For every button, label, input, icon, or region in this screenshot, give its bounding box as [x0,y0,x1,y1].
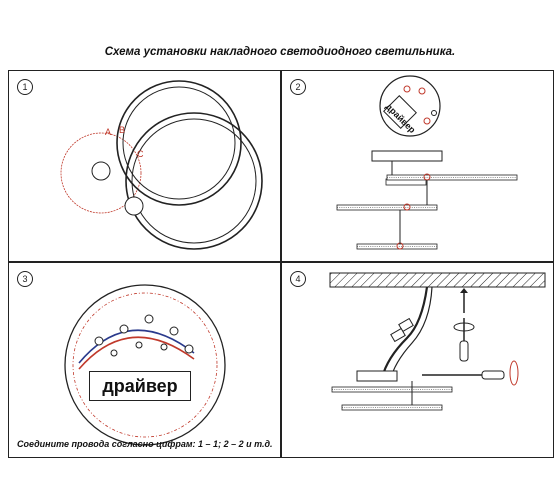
panel-1-rings: 1 A B C [8,70,281,262]
panel-2-assembly: 2 драйвер [281,70,554,262]
ring-second-outer [125,112,263,250]
label-a: A [105,127,111,137]
mounting-circle [60,132,142,214]
wiring-caption: Соедините провода согласно цифрам: 1 – 1… [17,439,273,449]
joint-ball-1 [91,161,111,181]
label-b: B [119,125,125,135]
driver-box [383,95,417,129]
joint-ball-2 [124,196,144,216]
ring-second-inner [131,118,257,244]
wire-red [78,336,195,370]
wiring-illustration [64,284,226,446]
step-number-1: 1 [17,79,33,95]
step-number-3: 3 [17,271,33,287]
label-c: C [137,149,144,159]
canopy [371,150,443,162]
ring-bar-middle [336,204,438,211]
step-number-4: 4 [290,271,306,287]
driver-box-label: драйвер [89,371,191,401]
base-plate [379,75,441,137]
screwdriver-handle [459,340,469,362]
panel-3-wiring: 3 драйвер Соедините провода согласно циф… [8,262,281,458]
step-number-2: 2 [290,79,306,95]
outer-plate [64,284,226,446]
canopy [356,370,398,382]
second-screwdriver-handle [481,370,505,380]
rings-illustration: A B C [60,80,263,250]
ceiling [329,272,546,288]
mounting-illustration [329,272,546,411]
wire-blue [78,329,195,364]
ring-bar-bottom [341,404,443,411]
assembly-illustration: драйвер [336,75,518,250]
ring-large-outer [116,80,242,206]
panel-4-mounting: 4 [281,262,554,458]
cable-1 [380,286,429,379]
diagram-title: Схема установки накладного светодиодного… [104,46,456,58]
ring-large-inner [122,86,236,200]
